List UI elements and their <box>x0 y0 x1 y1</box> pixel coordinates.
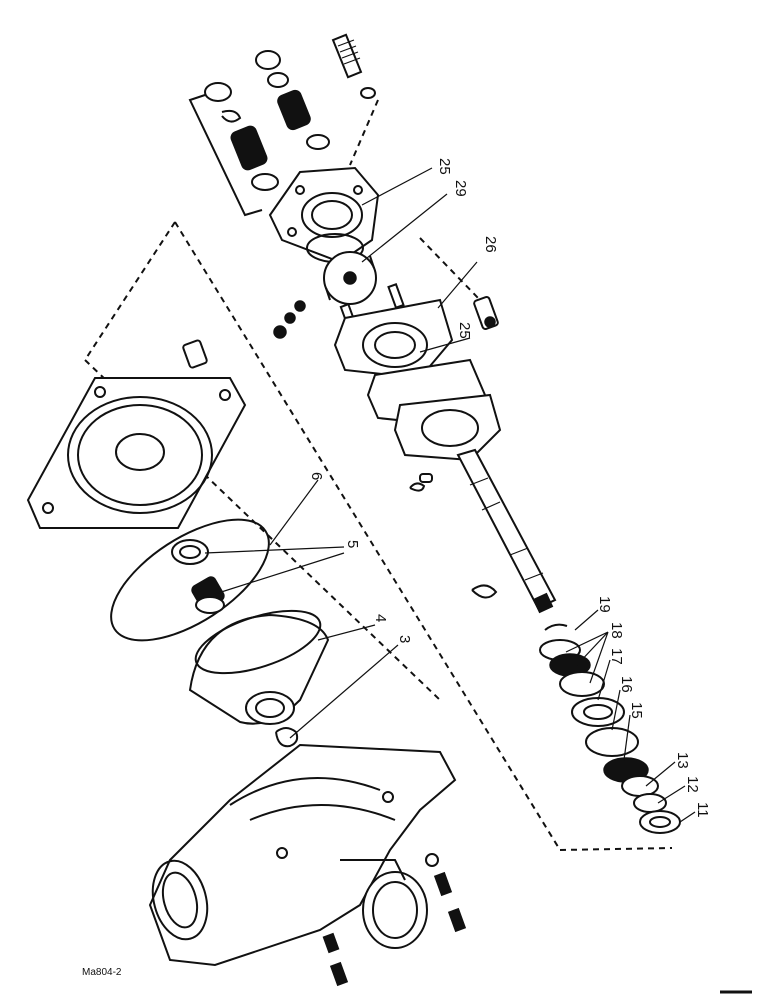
callout-25-upper: 25 <box>436 158 453 175</box>
leader-lines <box>204 167 696 823</box>
figure-code: Ma804-2 <box>82 967 122 978</box>
back-plate <box>26 339 247 529</box>
dashed-group-outline-upper <box>349 99 481 301</box>
callout-5: 5 <box>344 540 361 548</box>
callout-12: 12 <box>684 776 701 793</box>
gasket-ring-6 <box>110 518 270 642</box>
callout-17: 17 <box>608 648 625 665</box>
cover-bolts <box>273 296 499 339</box>
volute-casing <box>148 743 467 987</box>
dashed-group-outline-main <box>84 221 673 851</box>
callout-25-lower: 25 <box>456 322 473 339</box>
impeller-nut-3 <box>275 727 299 748</box>
callouts: 25 29 26 25 6 5 4 3 19 18 17 16 15 13 12… <box>308 158 711 818</box>
callout-19: 19 <box>596 596 613 613</box>
callout-6: 6 <box>308 472 325 480</box>
pump-shaft <box>409 448 557 614</box>
pump-cover-flange <box>268 166 405 328</box>
callout-13: 13 <box>674 752 691 769</box>
callout-16: 16 <box>618 676 635 693</box>
callout-15: 15 <box>628 702 645 719</box>
callout-4: 4 <box>372 614 389 622</box>
seal-assembly-5 <box>171 539 225 614</box>
valve-assembly <box>188 33 376 217</box>
callout-3: 3 <box>396 635 413 643</box>
impeller-4 <box>188 609 330 725</box>
mounting-bracket <box>366 358 502 462</box>
callout-11: 11 <box>694 802 711 818</box>
callout-26: 26 <box>482 236 499 253</box>
callout-29: 29 <box>452 180 469 197</box>
seal-stack <box>539 623 681 834</box>
callout-18: 18 <box>608 622 625 639</box>
